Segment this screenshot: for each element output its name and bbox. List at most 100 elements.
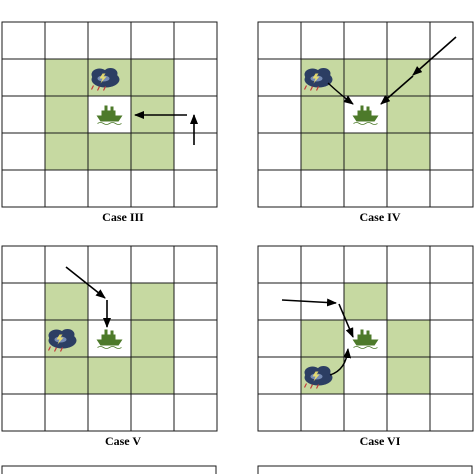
arrow-iv-2 <box>380 75 414 105</box>
grid-cell <box>300 245 345 284</box>
arrow-iv-1 <box>412 36 457 76</box>
grid-cell <box>257 95 302 134</box>
grid-cell <box>87 169 132 208</box>
grid-cell <box>386 282 431 321</box>
grid-cell <box>130 356 175 395</box>
grid-cell <box>173 356 218 395</box>
grid-cell <box>386 319 431 358</box>
icons-case-iv <box>303 68 379 125</box>
grid-cell <box>1 169 46 208</box>
grid-cell <box>1 21 46 60</box>
grid-cell <box>343 356 388 395</box>
grid-cell <box>429 282 474 321</box>
grid-cell <box>44 21 89 60</box>
grid-cell <box>173 393 218 432</box>
storm-track-iv <box>327 82 354 105</box>
grid-cell <box>1 393 46 432</box>
arrow-v-1 <box>65 266 106 299</box>
grid-cell <box>343 58 388 97</box>
grid-cell <box>429 319 474 358</box>
grid-cell <box>343 21 388 60</box>
grid-cell <box>130 245 175 284</box>
storm-track-vi <box>329 348 352 376</box>
grid-cell <box>257 169 302 208</box>
grid-cell <box>386 21 431 60</box>
grid-cell <box>87 21 132 60</box>
grid-cell <box>429 393 474 432</box>
ship-icon <box>352 105 379 125</box>
grid-cell <box>130 169 175 208</box>
grid-cell <box>343 393 388 432</box>
grid-cell <box>257 132 302 171</box>
arrow-vi-2 <box>338 303 354 338</box>
grid-cell <box>343 169 388 208</box>
grid-cell <box>343 132 388 171</box>
storm-cloud-icon <box>47 329 77 352</box>
caption-case-iv: Case IV <box>360 210 401 224</box>
grid-case-v <box>1 245 218 432</box>
path-case-vi <box>281 298 354 376</box>
arrow-vi-1 <box>281 298 337 307</box>
grid-cell <box>1 245 46 284</box>
caption-case-iii: Case III <box>102 210 144 224</box>
path-case-iv <box>327 36 457 105</box>
grid-cell <box>87 393 132 432</box>
grid-cell <box>173 58 218 97</box>
grid-cell <box>429 95 474 134</box>
grid-cell <box>300 169 345 208</box>
grid-cell <box>300 393 345 432</box>
grid-cell <box>44 95 89 134</box>
ship-icon <box>352 329 379 349</box>
icons-case-v <box>47 329 123 352</box>
grid-cell <box>429 356 474 395</box>
grid-cell <box>300 95 345 134</box>
grid-cell <box>173 245 218 284</box>
path-case-v <box>65 266 111 328</box>
caption-case-vi: Case VI <box>360 434 401 448</box>
grid-cell <box>429 132 474 171</box>
grid-cell <box>257 21 302 60</box>
ship-icon <box>96 105 123 125</box>
grid-cell <box>257 393 302 432</box>
caption-case-v: Case V <box>105 434 141 448</box>
grid-cell <box>386 95 431 134</box>
grid-cell <box>386 58 431 97</box>
panel-case-iv: Case IV <box>257 21 474 224</box>
panel-partial-bottom-right <box>257 465 473 474</box>
grid-cell <box>173 169 218 208</box>
grid-cell <box>44 356 89 395</box>
grid-cell <box>173 282 218 321</box>
grid-cell <box>130 319 175 358</box>
grid-cell <box>257 319 302 358</box>
panel-partial-bottom-left <box>1 465 217 474</box>
ship-icon <box>96 329 123 349</box>
icons-case-iii <box>90 68 123 125</box>
grid-cell <box>130 282 175 321</box>
storm-cloud-icon <box>90 68 120 91</box>
grid-cell <box>44 245 89 284</box>
grid-cell <box>429 169 474 208</box>
grid-cell <box>87 356 132 395</box>
grid-cell <box>1 356 46 395</box>
grid-cell <box>87 132 132 171</box>
grid-cell <box>173 132 218 171</box>
grid-cell <box>257 245 302 284</box>
grid-cell <box>386 393 431 432</box>
grid-cell <box>257 282 302 321</box>
storm-cloud-icon <box>303 68 333 91</box>
grid-cell <box>130 132 175 171</box>
grid-cell <box>87 245 132 284</box>
grid-cell <box>130 21 175 60</box>
grid-cell <box>173 319 218 358</box>
storm-cloud-icon <box>303 366 333 389</box>
panel-case-v: Case V <box>1 245 218 448</box>
grid-cell <box>1 132 46 171</box>
grid-cell <box>386 169 431 208</box>
path-case-iii <box>134 111 198 145</box>
grid-cell <box>300 132 345 171</box>
grid-cell <box>44 393 89 432</box>
grid-cell <box>386 245 431 284</box>
grid-case-iii <box>1 21 218 208</box>
grid-cell <box>1 95 46 134</box>
